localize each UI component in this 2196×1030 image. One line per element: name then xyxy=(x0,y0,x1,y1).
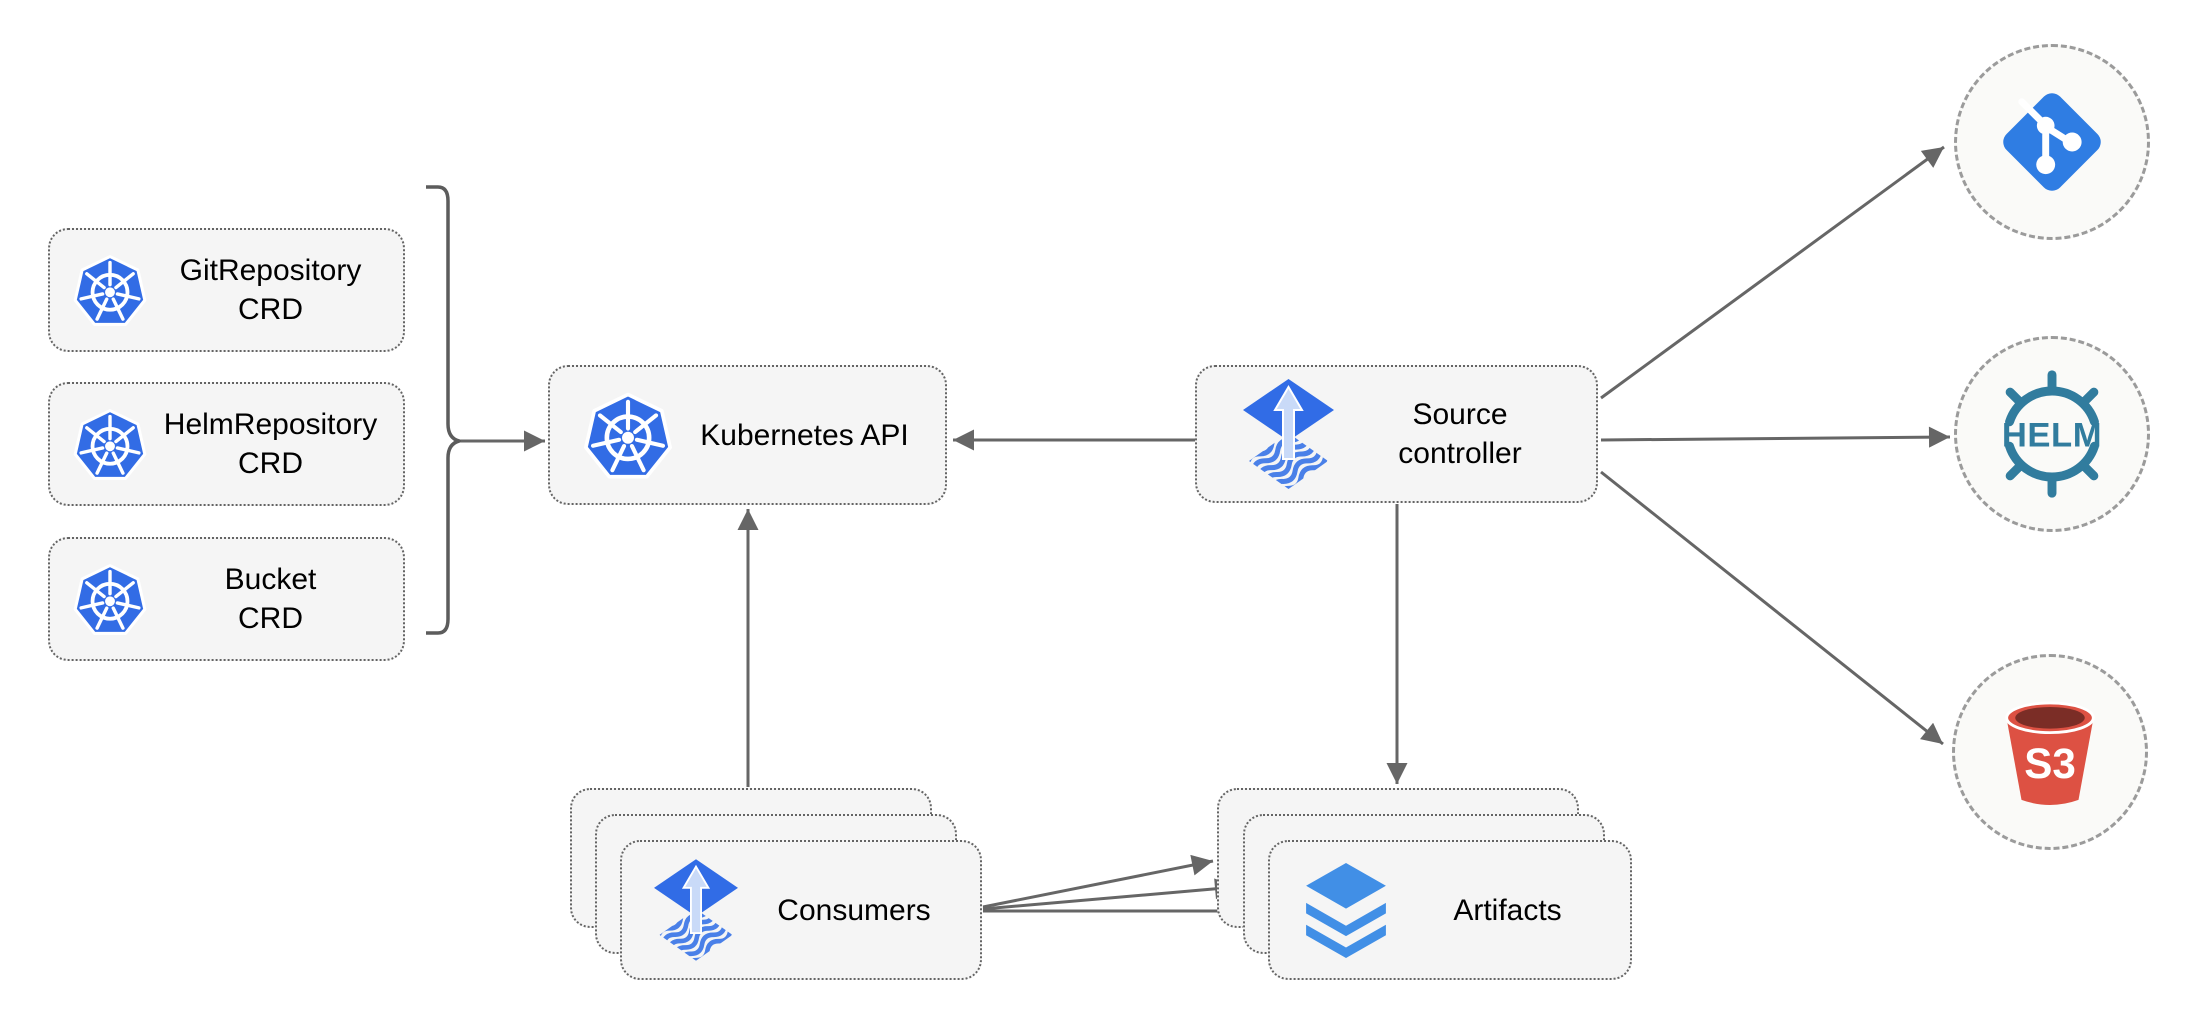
crd-suffix: CRD xyxy=(238,293,303,326)
arrow-consumers-to-artifacts-1 xyxy=(982,854,1214,909)
node-label: Artifacts xyxy=(1453,893,1562,927)
flux-source-controller-icon xyxy=(1243,379,1334,489)
flux-consumers-icon xyxy=(654,859,738,961)
kubernetes-icon xyxy=(582,389,674,481)
s3-wordmark: S3 xyxy=(2024,740,2076,787)
git-icon xyxy=(1989,79,2115,205)
bucket-body xyxy=(2006,718,2094,806)
node-source-controller: Source controller xyxy=(1195,365,1598,503)
kubernetes-icon xyxy=(72,252,148,328)
kubernetes-icon xyxy=(72,561,148,637)
crd-name: HelmRepository xyxy=(163,408,378,441)
external-s3: S3 xyxy=(1952,654,2148,850)
arrow-source-to-s3 xyxy=(1600,470,1944,746)
s3-bucket-icon: S3 xyxy=(1993,689,2107,815)
node-label: Kubernetes API xyxy=(700,418,909,452)
external-git xyxy=(1954,44,2150,240)
node-kubernetes-api: Kubernetes API xyxy=(548,365,947,505)
crd-suffix: CRD xyxy=(238,602,303,635)
node-label: Source controller xyxy=(1334,395,1596,473)
crd-suffix: CRD xyxy=(238,447,303,480)
bucket-opening xyxy=(2015,706,2085,729)
kubernetes-icon xyxy=(72,406,148,482)
arrow-consumers-to-artifacts-2 xyxy=(982,878,1237,911)
crd-name: Bucket xyxy=(224,563,317,596)
crd-name: GitRepository xyxy=(179,254,362,287)
arrow-source-to-helm xyxy=(1600,426,1951,448)
helm-wordmark: HELM xyxy=(2002,416,2102,454)
source-line2: controller xyxy=(1398,437,1522,470)
node-consumers: Consumers xyxy=(620,840,982,980)
layers-icon xyxy=(1297,862,1395,958)
external-helm: HELM xyxy=(1954,336,2150,532)
arrow-source-to-git xyxy=(1600,145,1945,400)
crd-group-bracket xyxy=(426,185,466,635)
node-label: Consumers xyxy=(777,893,931,927)
helm-icon: HELM xyxy=(1985,367,2119,501)
source-line1: Source xyxy=(1412,398,1508,431)
node-artifacts: Artifacts xyxy=(1268,840,1632,980)
